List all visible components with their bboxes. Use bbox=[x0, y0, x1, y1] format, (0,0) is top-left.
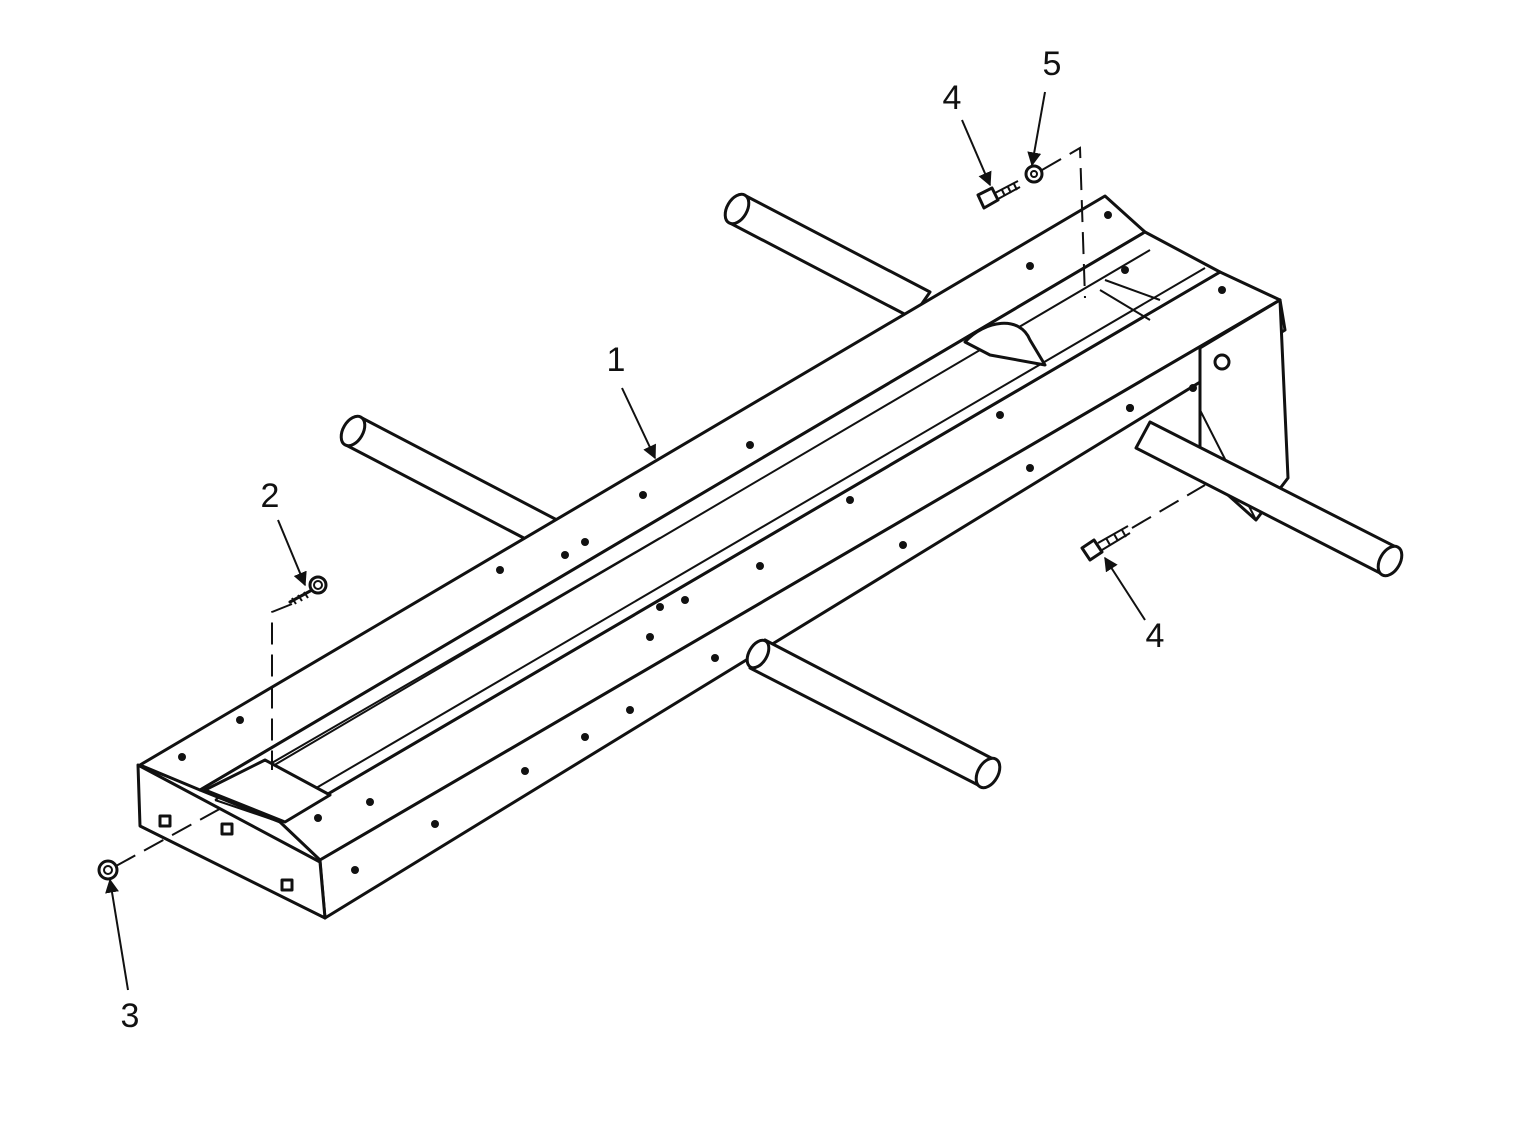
bolt-item-4-top bbox=[976, 180, 1021, 210]
callout-3: 3 bbox=[121, 997, 140, 1035]
callout-1: 1 bbox=[607, 341, 626, 379]
callout-5: 5 bbox=[1043, 45, 1062, 83]
screw-item-2 bbox=[288, 575, 328, 605]
main-frame bbox=[136, 194, 1290, 920]
leader-item-3 bbox=[115, 805, 226, 867]
bolt-item-4-bottom bbox=[1080, 525, 1131, 562]
nut-item-3 bbox=[97, 859, 119, 881]
callout-2: 2 bbox=[261, 477, 280, 515]
callout-4-top: 4 bbox=[943, 79, 962, 117]
leader-items-4-5 bbox=[1041, 146, 1086, 299]
callout-4-bottom: 4 bbox=[1146, 617, 1165, 655]
fork-tube-front-left bbox=[745, 638, 1002, 790]
fork-tube-back-right bbox=[723, 192, 932, 320]
callout-arrows bbox=[105, 91, 1146, 991]
fork-tube-front-right bbox=[1134, 420, 1404, 578]
leader-item-4-bottom bbox=[1131, 484, 1206, 529]
leader-item-2 bbox=[271, 603, 293, 770]
frame-holes bbox=[178, 211, 1226, 874]
washer-item-5 bbox=[1024, 164, 1044, 184]
